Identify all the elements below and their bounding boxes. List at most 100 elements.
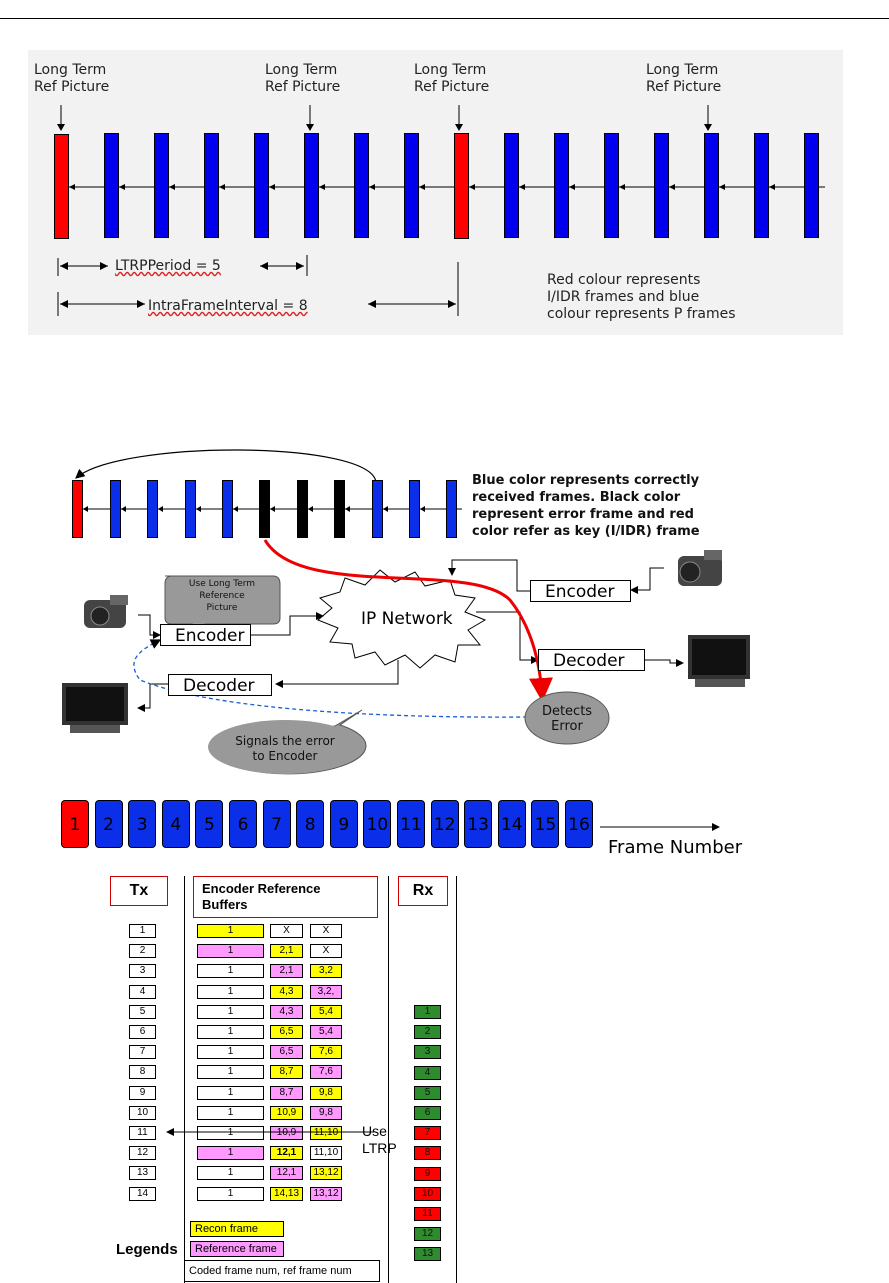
frame-link-arrowhead bbox=[319, 184, 325, 190]
rx-cell: 6 bbox=[414, 1106, 441, 1120]
legend-reference-frame: Reference frame bbox=[190, 1241, 284, 1257]
d2-link-arrowhead bbox=[383, 506, 388, 512]
buffer-cell: 1 bbox=[197, 1045, 264, 1060]
rx-cell: 12 bbox=[414, 1227, 441, 1242]
tx-cell: 12 bbox=[129, 1146, 156, 1161]
rx-cell: 5 bbox=[414, 1085, 441, 1100]
buffer-cell: 1 bbox=[197, 1146, 264, 1161]
frame-number-box: 5 bbox=[195, 800, 224, 848]
error-path-arrow bbox=[263, 539, 553, 702]
tx-cell: 1 bbox=[129, 924, 156, 938]
d2-frame-bar-blue bbox=[222, 480, 233, 538]
rx-cell: 1 bbox=[414, 1005, 441, 1019]
legend-line-2: I/IDR frames and blue bbox=[547, 289, 700, 305]
buffer-cell: 1 bbox=[197, 1186, 264, 1201]
buffer-cell: 4,3 bbox=[270, 1004, 303, 1019]
frame-bar-blue bbox=[704, 133, 719, 238]
tx-cell: 8 bbox=[129, 1065, 156, 1080]
frame-bar-blue bbox=[504, 133, 519, 238]
legend-recon-frame: Recon frame bbox=[190, 1221, 284, 1237]
d2-link-arrowhead bbox=[233, 506, 238, 512]
d2-link-arrowhead bbox=[158, 506, 163, 512]
frame-number-box: 7 bbox=[262, 800, 291, 848]
frame-number-box: 15 bbox=[531, 800, 560, 848]
tx-cell: 11 bbox=[129, 1126, 156, 1140]
frame-bar-blue bbox=[254, 133, 269, 238]
buffer-cell: 5,4 bbox=[310, 1025, 342, 1039]
use-ltrp-arrow bbox=[166, 1128, 374, 1136]
decoder-left-box: Decoder bbox=[168, 674, 272, 696]
color-legend-text: Red colour represents I/IDR frames and b… bbox=[547, 272, 736, 323]
buffer-cell: 1 bbox=[197, 924, 264, 938]
tx-cell: 3 bbox=[129, 964, 156, 979]
left-camera-to-encoder bbox=[138, 614, 161, 639]
frame-bar-blue bbox=[604, 133, 619, 238]
frame-number-box: 13 bbox=[464, 800, 493, 848]
use-ltrp-bubble-text: Use Long Term Reference Picture bbox=[188, 579, 256, 613]
error-signal-path bbox=[133, 639, 528, 718]
camera-icon-left bbox=[84, 595, 128, 628]
buffer-cell: 1 bbox=[197, 1085, 264, 1100]
right-encoder-to-network bbox=[448, 559, 530, 592]
ltrp-label: Long Term Ref Picture bbox=[34, 62, 110, 95]
buffer-cell: 1 bbox=[197, 944, 264, 959]
divider-mid bbox=[388, 876, 389, 1283]
buffer-cell: 11,10 bbox=[310, 1146, 342, 1161]
frame-number-label: Frame Number bbox=[608, 837, 743, 858]
buffer-cell: 4,3 bbox=[270, 984, 303, 999]
d2-frame-bar-red bbox=[72, 480, 83, 538]
buffer-cell: 1 bbox=[197, 1105, 264, 1120]
rx-cell: 2 bbox=[414, 1025, 441, 1040]
d2-frame-bar-blue bbox=[446, 480, 457, 538]
tx-cell: 7 bbox=[129, 1045, 156, 1060]
tx-cell: 14 bbox=[129, 1186, 156, 1201]
frame-link-arrowhead bbox=[619, 184, 625, 190]
buffer-cell: X bbox=[310, 944, 342, 959]
frame-number-box: 8 bbox=[296, 800, 325, 848]
camera-icon-right bbox=[678, 550, 722, 586]
ltrp-period-label: LTRPPeriod = 5 bbox=[115, 258, 221, 274]
buffer-cell: 9,8 bbox=[310, 1085, 342, 1100]
frame-number-box: 6 bbox=[229, 800, 257, 848]
tx-cell: 13 bbox=[129, 1166, 156, 1181]
frame-bar-blue bbox=[804, 133, 819, 238]
d2-link-arrowhead bbox=[196, 506, 201, 512]
buffer-cell: 7,6 bbox=[310, 1065, 342, 1080]
frame-bar-red bbox=[454, 133, 469, 239]
signals-error-text: Signals the error to Encoder bbox=[235, 734, 335, 763]
frame-link-arrowhead bbox=[719, 184, 725, 190]
network-to-right-decoder bbox=[476, 611, 539, 664]
frame-link-arrowhead bbox=[419, 184, 425, 190]
frame-link-arrowhead bbox=[369, 184, 375, 190]
frame-link-arrowhead bbox=[119, 184, 125, 190]
d2-link-arrowhead bbox=[121, 506, 126, 512]
buffer-cell: 1 bbox=[197, 964, 264, 979]
frame-bar-red bbox=[54, 134, 69, 239]
buffer-cell: 1 bbox=[197, 1004, 264, 1019]
buffer-cell: 7,6 bbox=[310, 1045, 342, 1060]
frame-number-box: 2 bbox=[94, 800, 123, 848]
encoder-left-box: Encoder bbox=[160, 624, 251, 646]
frame-link-arrowhead bbox=[69, 184, 75, 190]
frame-bar-blue bbox=[554, 133, 569, 238]
buffer-cell: 1 bbox=[197, 1025, 264, 1039]
divider-left bbox=[184, 876, 185, 1283]
detects-error-bubble bbox=[524, 691, 610, 745]
tx-cell: 9 bbox=[129, 1085, 156, 1100]
rx-cell: 3 bbox=[414, 1045, 441, 1060]
frame-bar-blue bbox=[354, 133, 369, 238]
ltrp-dim-left-head bbox=[60, 262, 68, 270]
frame-number-box: 12 bbox=[430, 800, 459, 848]
rx-cell: 9 bbox=[414, 1166, 441, 1181]
ltrp-down-arrowhead bbox=[57, 124, 65, 131]
rx-cell: 13 bbox=[414, 1247, 441, 1262]
frame-number-box: 16 bbox=[565, 800, 593, 848]
buffer-cell: 13,12 bbox=[310, 1166, 342, 1181]
legend-coded-frame: Coded frame num, ref frame num bbox=[184, 1260, 380, 1282]
d2-frame-bar-blue bbox=[147, 480, 158, 538]
tx-cell: 10 bbox=[129, 1105, 156, 1120]
frame-number-box: 4 bbox=[161, 800, 190, 848]
ltrp-down-arrowhead bbox=[455, 124, 463, 131]
ip-network-label: IP Network bbox=[361, 609, 453, 629]
frame-number-box: 3 bbox=[128, 800, 157, 848]
